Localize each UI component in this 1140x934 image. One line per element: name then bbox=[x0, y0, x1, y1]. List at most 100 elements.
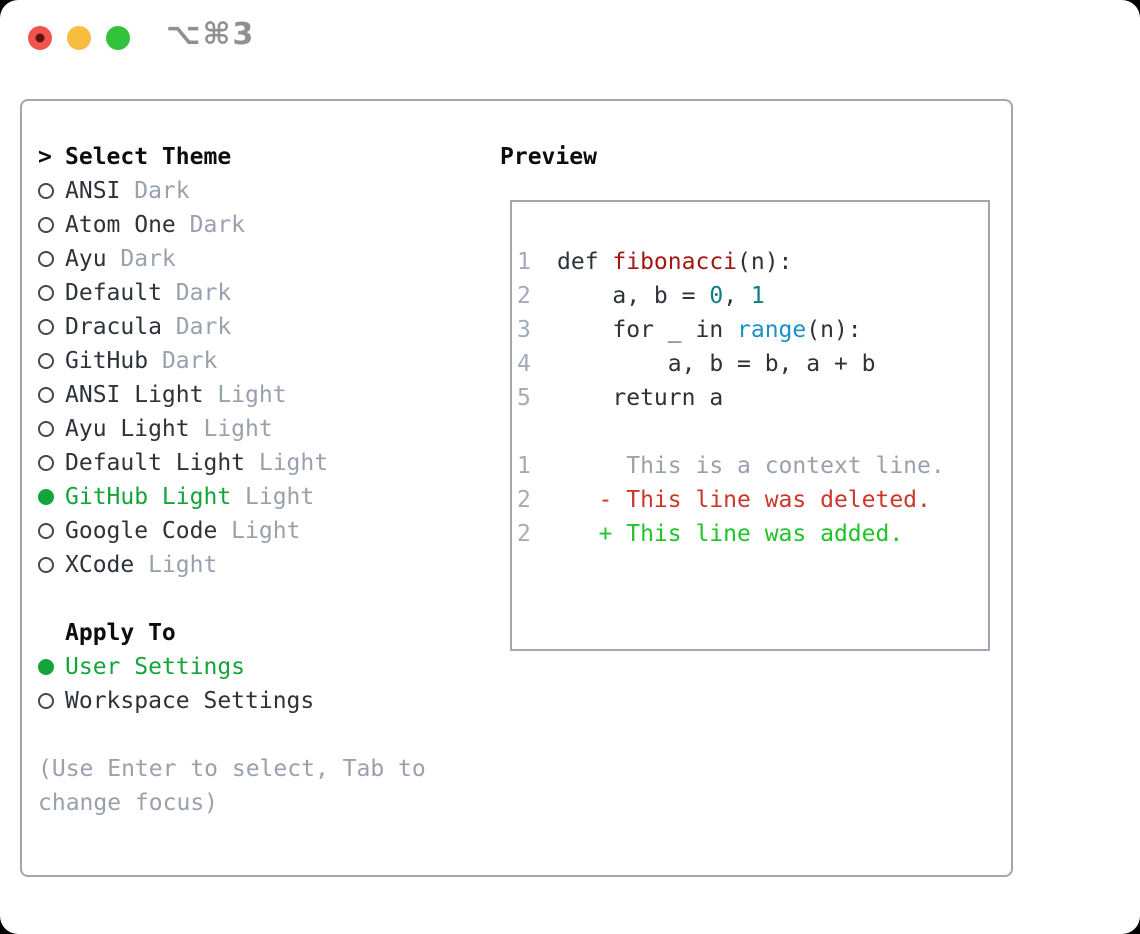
apply-option-workspace-settings[interactable]: Workspace Settings bbox=[38, 684, 488, 718]
theme-option-google-code[interactable]: Google Code Light bbox=[38, 514, 488, 548]
hint-line: (Use Enter to select, Tab to bbox=[38, 756, 426, 782]
code-text: a, b = 0, 1 bbox=[557, 283, 765, 309]
theme-option-xcode[interactable]: XCode Light bbox=[38, 548, 488, 582]
theme-option-dracula[interactable]: Dracula Dark bbox=[38, 310, 488, 344]
code-text: This is a context line. bbox=[557, 453, 945, 479]
radio-unselected-icon bbox=[38, 455, 65, 471]
radio-unselected-icon bbox=[38, 693, 65, 709]
theme-option-github[interactable]: GitHub Dark bbox=[38, 344, 488, 378]
apply-option-user-settings[interactable]: User Settings bbox=[38, 650, 488, 684]
code-line: 1 def fibonacci(n): bbox=[517, 245, 988, 279]
select-theme-heading: Select Theme bbox=[65, 144, 232, 170]
option-label: ANSI bbox=[65, 178, 121, 204]
close-button[interactable] bbox=[28, 26, 52, 50]
zoom-button[interactable] bbox=[106, 26, 130, 50]
close-indicator-dot bbox=[35, 33, 45, 43]
line-number: 2 bbox=[517, 487, 531, 513]
code-line: 1 This is a context line. bbox=[517, 449, 988, 483]
code-line: 2 + This line was added. bbox=[517, 517, 988, 551]
theme-option-github-light[interactable]: GitHub Light Light bbox=[38, 480, 488, 514]
apply-to-heading-row: Apply To bbox=[38, 616, 488, 650]
code-line: 2 - This line was deleted. bbox=[517, 483, 988, 517]
radio-unselected-icon bbox=[38, 285, 65, 301]
code-text: for _ in range(n): bbox=[557, 317, 862, 343]
line-number: 5 bbox=[517, 385, 531, 411]
hint-line: change focus) bbox=[38, 790, 219, 816]
apply-to-heading: Apply To bbox=[65, 620, 176, 646]
code-text: return a bbox=[557, 385, 724, 411]
line-number: 2 bbox=[517, 521, 531, 547]
line-number: 1 bbox=[517, 453, 531, 479]
theme-option-atom-one[interactable]: Atom One Dark bbox=[38, 208, 488, 242]
theme-option-ayu[interactable]: Ayu Dark bbox=[38, 242, 488, 276]
spacer bbox=[38, 582, 488, 616]
title-bar: ⌥⌘3 bbox=[0, 0, 1140, 76]
radio-unselected-icon bbox=[38, 183, 65, 199]
option-variant-label: Dark bbox=[161, 314, 232, 340]
line-number: 1 bbox=[517, 249, 531, 275]
spacer bbox=[38, 718, 488, 752]
option-label: ANSI Light bbox=[65, 382, 204, 408]
option-variant-label: Dark bbox=[120, 178, 190, 204]
theme-option-default-light[interactable]: Default Light Light bbox=[38, 446, 488, 480]
option-label: GitHub Light bbox=[65, 484, 232, 510]
option-variant-label: Dark bbox=[161, 280, 232, 306]
keyboard-hint: (Use Enter to select, Tab to change focus… bbox=[38, 752, 488, 820]
theme-option-ansi[interactable]: ANSI Dark bbox=[38, 174, 488, 208]
option-variant-label: Light bbox=[245, 450, 329, 476]
theme-option-ayu-light[interactable]: Ayu Light Light bbox=[38, 412, 488, 446]
option-label: Atom One bbox=[65, 212, 176, 238]
radio-unselected-icon bbox=[38, 523, 65, 539]
window-title: ⌥⌘3 bbox=[166, 17, 256, 52]
line-number: 3 bbox=[517, 317, 531, 343]
option-variant-label: Dark bbox=[148, 348, 218, 374]
option-variant-label: Light bbox=[231, 484, 315, 510]
option-label: Ayu Light bbox=[65, 416, 190, 442]
theme-option-ansi-light[interactable]: ANSI Light Light bbox=[38, 378, 488, 412]
option-variant-label: Light bbox=[134, 552, 218, 578]
preview-heading: Preview bbox=[500, 144, 597, 170]
traffic-lights bbox=[28, 26, 130, 50]
radio-selected-icon bbox=[38, 489, 65, 505]
blank-line bbox=[517, 415, 988, 449]
code-text: a, b = b, a + b bbox=[557, 351, 876, 377]
theme-option-default[interactable]: Default Dark bbox=[38, 276, 488, 310]
option-label: Workspace Settings bbox=[65, 688, 315, 714]
option-variant-label: Light bbox=[217, 518, 301, 544]
option-variant-label: Light bbox=[189, 416, 273, 442]
option-label: User Settings bbox=[65, 654, 246, 680]
option-label: Dracula bbox=[65, 314, 162, 340]
option-label: Default Light bbox=[65, 450, 246, 476]
line-number: 2 bbox=[517, 283, 531, 309]
radio-unselected-icon bbox=[38, 251, 65, 267]
radio-unselected-icon bbox=[38, 353, 65, 369]
option-variant-label: Dark bbox=[106, 246, 176, 272]
option-variant-label: Light bbox=[203, 382, 287, 408]
line-number: 4 bbox=[517, 351, 531, 377]
select-theme-heading-row: > Select Theme bbox=[38, 140, 488, 174]
option-label: Ayu bbox=[65, 246, 107, 272]
code-line: 4 a, b = b, a + b bbox=[517, 347, 988, 381]
focus-caret-icon: > bbox=[38, 144, 52, 170]
radio-unselected-icon bbox=[38, 319, 65, 335]
option-label: XCode bbox=[65, 552, 135, 578]
option-variant-label: Dark bbox=[175, 212, 246, 238]
code-line: 2 a, b = 0, 1 bbox=[517, 279, 988, 313]
radio-unselected-icon bbox=[38, 217, 65, 233]
code-line: 3 for _ in range(n): bbox=[517, 313, 988, 347]
option-label: Google Code bbox=[65, 518, 218, 544]
radio-unselected-icon bbox=[38, 557, 65, 573]
code-text: - This line was deleted. bbox=[557, 487, 931, 513]
code-text: def fibonacci(n): bbox=[557, 249, 793, 275]
minimize-button[interactable] bbox=[67, 26, 91, 50]
option-label: Default bbox=[65, 280, 162, 306]
code-text: + This line was added. bbox=[557, 521, 904, 547]
code-line: 5 return a bbox=[517, 381, 988, 415]
radio-selected-icon bbox=[38, 659, 65, 675]
